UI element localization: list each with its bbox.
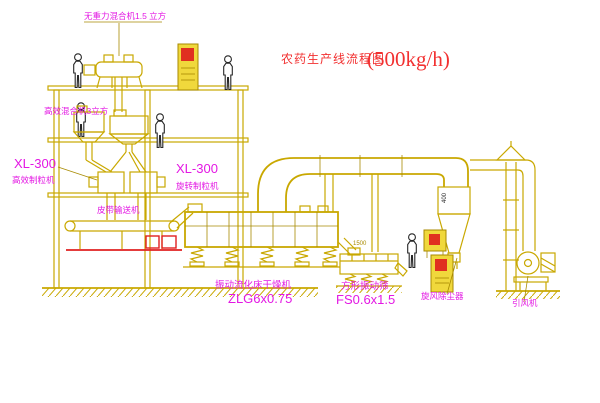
- control-cabinet-lower-right: [430, 254, 454, 293]
- label-gravity-mixer: 无重力混合机1.5 立方: [84, 11, 166, 21]
- fan-motor: [540, 252, 556, 273]
- dryer-exhaust-duct-2: [324, 174, 334, 212]
- diagram-title-capacity: (500kg/h): [367, 47, 450, 71]
- vibrating-sieve: [336, 237, 408, 293]
- label-belt-conveyor: 皮带输送机: [97, 205, 140, 215]
- induced-draft-fan: [496, 251, 560, 299]
- gravity-mixer: [83, 54, 143, 112]
- ground-line: [42, 287, 318, 297]
- control-cabinet-upper-right: [423, 229, 447, 258]
- label-granulator-left-model: XL-300: [14, 156, 56, 171]
- belt-conveyor: [64, 206, 194, 251]
- granulator-right: [129, 171, 166, 220]
- exhaust-stack: [495, 141, 527, 291]
- dryer-springs: [183, 246, 340, 268]
- fluid-bed-dryer: [184, 203, 339, 248]
- cyclone-outlet-duct: [470, 159, 536, 251]
- dimension-cyclone-inlet: 400: [442, 192, 448, 203]
- label-dryer-name: 振动流化床干燥机: [215, 279, 292, 291]
- control-cabinet-top: [177, 43, 199, 91]
- dimension-sieve-feed: 1500: [353, 241, 367, 247]
- label-sieve-model: FS0.6x1.5: [336, 292, 395, 307]
- label-dryer-model: ZLG6x0.75: [228, 291, 292, 306]
- leader-lines: [57, 21, 529, 303]
- duct-flanges: [319, 155, 403, 177]
- stack-rain-cap: [495, 141, 527, 161]
- label-sieve-name: 方形振动筛: [341, 280, 389, 292]
- exhaust-duct-main: [257, 157, 469, 212]
- sieve-exhaust-duct: [371, 174, 379, 252]
- y-chute: [85, 151, 147, 173]
- person-figure: [407, 233, 417, 269]
- diagram-title: 农药生产线流程图: [281, 51, 385, 66]
- secondary-mixer: [108, 109, 150, 152]
- label-fan: 引风机: [512, 298, 538, 308]
- label-granulator-right-name: 旋转制粒机: [176, 181, 219, 191]
- granulator-left: [88, 171, 125, 220]
- label-granulator-left-name: 高效制粒机: [12, 175, 55, 185]
- person-figure: [73, 53, 83, 89]
- person-figure: [223, 55, 233, 91]
- high-efficiency-mixer: [72, 105, 106, 160]
- label-granulator-right-model: XL-300: [176, 161, 218, 176]
- label-cyclone: 旋风除尘器: [421, 291, 464, 301]
- label-floor2-mixer: 高效混合机3立方: [44, 106, 108, 116]
